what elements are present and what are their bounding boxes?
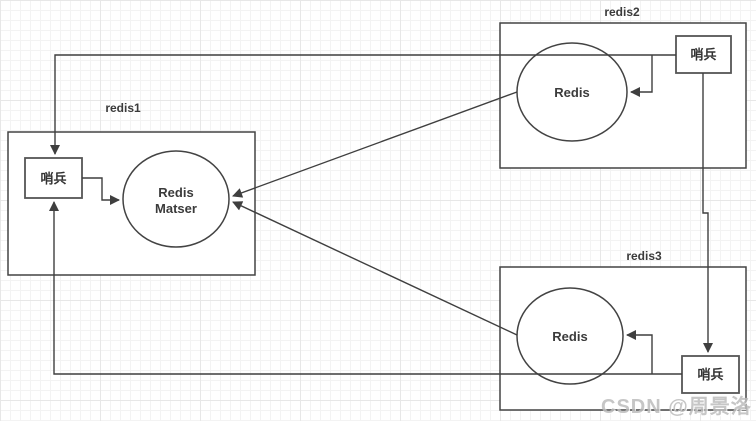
redis3-circle-label: Redis bbox=[552, 329, 587, 344]
redis3-circle bbox=[516, 287, 624, 385]
connector-redis2sentinel-to-redis3sentinel bbox=[702, 73, 713, 353]
redis2-title: redis2 bbox=[604, 5, 640, 19]
connector-redis3sentinel-to-redis1sentinel bbox=[49, 201, 682, 375]
connector-redis3sentinel-to-redis3circle bbox=[626, 330, 653, 374]
connector-redis2circle-to-master-circle bbox=[232, 91, 518, 198]
connector-redis1sentinel-to-master-circle bbox=[82, 177, 120, 205]
redis3-title: redis3 bbox=[626, 249, 662, 263]
redis1-master-circle bbox=[122, 150, 230, 248]
redis1-master-label-line2: Matser bbox=[155, 201, 197, 216]
connector-redis2sentinel-to-redis1sentinel bbox=[50, 54, 676, 155]
redis1-title: redis1 bbox=[105, 101, 141, 115]
redis3-sentinel-label: 哨兵 bbox=[697, 367, 723, 382]
redis1-sentinel-label: 哨兵 bbox=[40, 171, 66, 186]
redis1-sentinel-box bbox=[24, 157, 83, 199]
connector-redis2sentinel-to-redis2circle bbox=[630, 55, 653, 97]
redis2-circle-label: Redis bbox=[554, 85, 589, 100]
connector-redis3circle-to-master-circle bbox=[232, 201, 518, 336]
redis1-master-label-line1: Redis bbox=[158, 185, 193, 200]
redis2-sentinel-label: 哨兵 bbox=[690, 47, 716, 62]
redis3-sentinel-box bbox=[681, 355, 740, 394]
